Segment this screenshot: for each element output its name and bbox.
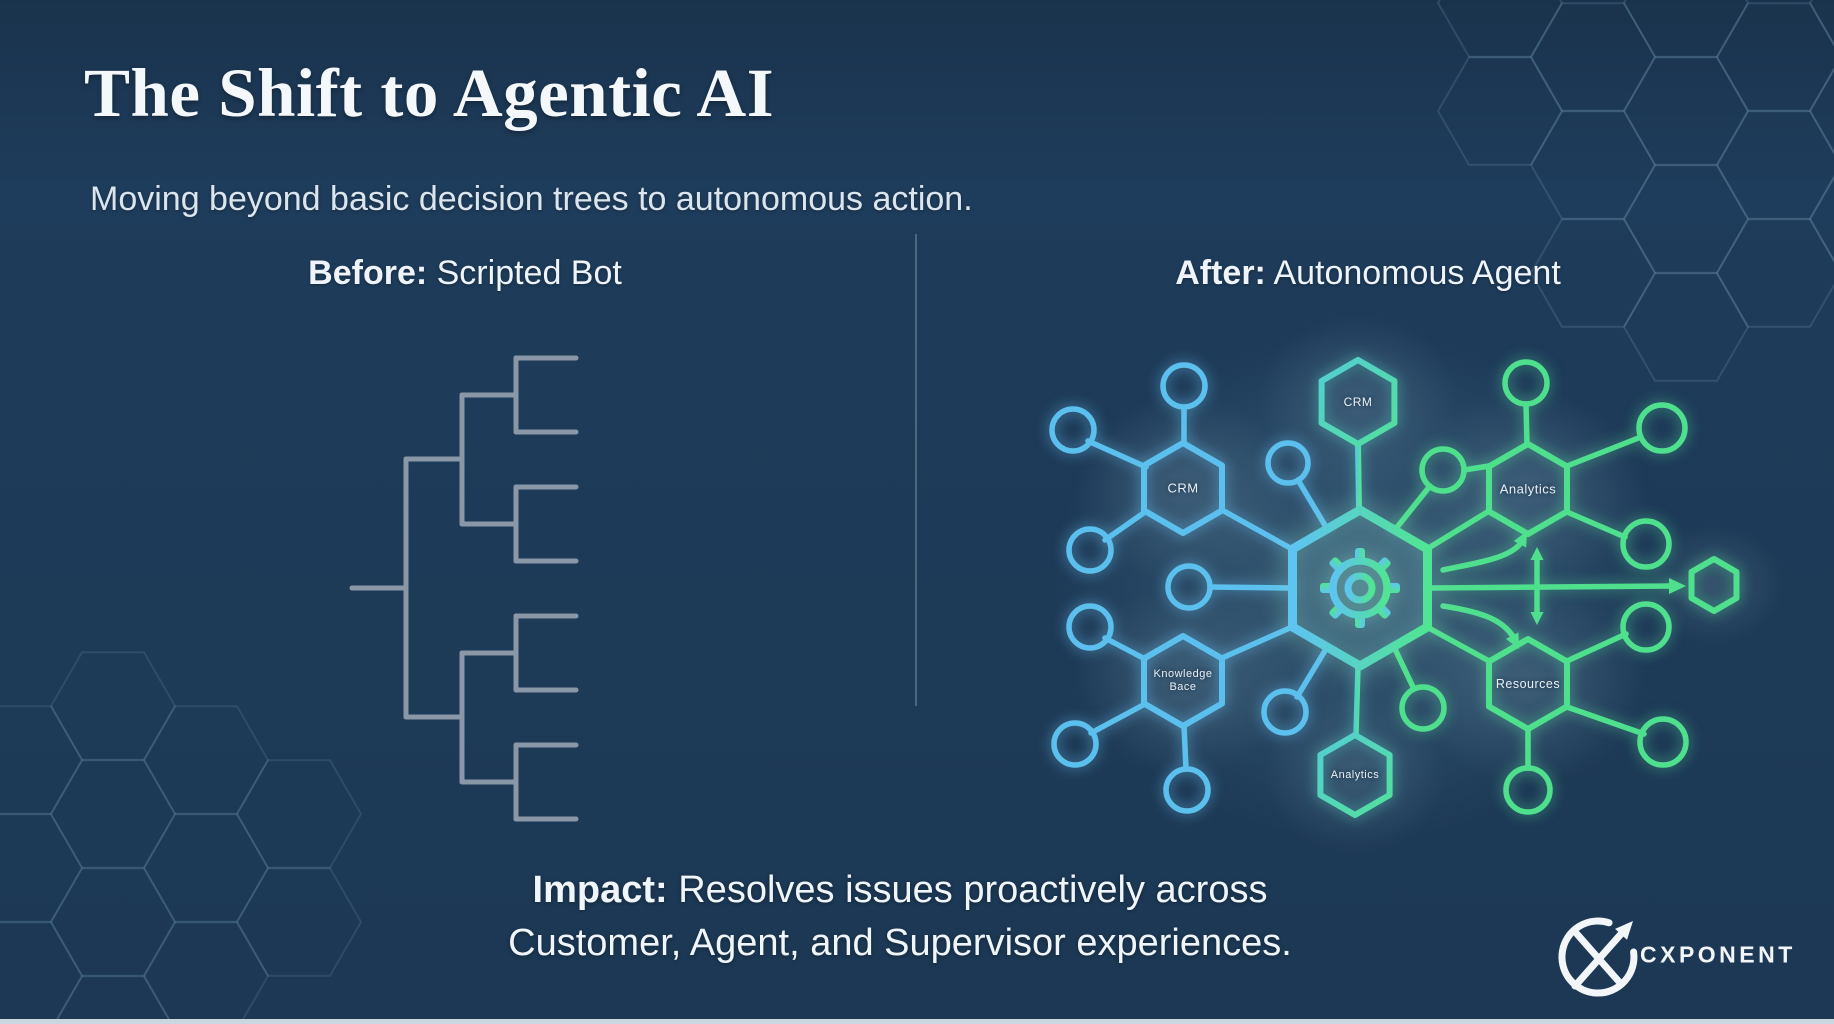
crm-left-hexagon	[1141, 440, 1225, 536]
impact-line1-rest: Resolves issues proactively across	[667, 869, 1268, 911]
analytics-right-hexagon	[1486, 441, 1570, 537]
node-circle	[1502, 359, 1550, 407]
knowledge-base-line1: Knowledge	[1153, 668, 1213, 680]
bottom-edge-strip	[0, 1019, 1834, 1024]
impact-line2: Customer, Agent, and Supervisor experien…	[508, 922, 1292, 964]
node-circle	[1620, 601, 1672, 653]
after-label-bold: After:	[1175, 254, 1266, 292]
crm-top-hexagon	[1318, 357, 1398, 447]
page-title: The Shift to Agentic AI	[84, 55, 775, 131]
subtitle: Moving beyond basic decision trees to au…	[90, 180, 973, 218]
node-circle	[1265, 440, 1311, 486]
node-circle	[1503, 765, 1553, 815]
knowledge-base-hexagon	[1141, 633, 1225, 729]
node-circle	[1419, 446, 1467, 494]
node-circle	[1163, 766, 1211, 814]
node-circle	[1049, 406, 1097, 454]
agent-hub-hexagon	[1288, 505, 1432, 671]
impact-line1: Impact: Resolves issues proactively acro…	[508, 864, 1292, 917]
output-hexagon	[1688, 556, 1740, 614]
network-green-cluster	[1391, 359, 1740, 815]
node-circle	[1399, 684, 1447, 732]
action-arrows	[1429, 531, 1686, 649]
impact-bold: Impact:	[532, 869, 668, 911]
decision-tree-diagram	[349, 355, 579, 822]
before-label-bold: Before:	[308, 254, 428, 292]
node-circle	[1051, 720, 1099, 768]
cxponent-logo-mark	[1558, 917, 1638, 997]
node-label-crm-left: CRM	[1167, 480, 1199, 496]
analytics-bottom-hexagon	[1317, 732, 1393, 818]
network-teal-cluster	[1317, 357, 1398, 818]
knowledge-base-line2: Bace	[1169, 681, 1197, 693]
background-hex-pattern-top-right	[1437, 0, 1834, 382]
gear-icon	[1320, 548, 1400, 628]
background-hex-pattern-bottom-left	[0, 651, 362, 1024]
network-blue-cluster	[1049, 362, 1329, 814]
resources-hexagon	[1486, 636, 1570, 732]
impact-statement: Impact: Resolves issues proactively acro…	[508, 864, 1292, 970]
node-circle	[1066, 603, 1114, 651]
node-circle	[1261, 688, 1309, 736]
cxponent-logo-text: CXPONENT	[1640, 941, 1796, 968]
node-circle	[1066, 526, 1114, 574]
after-panel-header: After: Autonomous Agent	[1175, 254, 1561, 293]
node-circle	[1165, 563, 1213, 611]
node-label-analytics-bottom: Analytics	[1330, 769, 1380, 781]
node-label-crm-top: CRM	[1343, 395, 1373, 409]
before-label-rest: Scripted Bot	[427, 254, 622, 292]
node-label-knowledge-base: Knowledge Bace	[1154, 668, 1213, 694]
node-label-resources: Resources	[1495, 677, 1561, 691]
node-circle	[1620, 518, 1672, 570]
node-label-analytics-right: Analytics	[1499, 481, 1557, 497]
node-circle	[1637, 716, 1689, 768]
after-label-rest: Autonomous Agent	[1265, 254, 1561, 292]
node-circle	[1636, 402, 1688, 454]
node-circle	[1160, 362, 1208, 410]
before-panel-header: Before: Scripted Bot	[308, 254, 622, 293]
